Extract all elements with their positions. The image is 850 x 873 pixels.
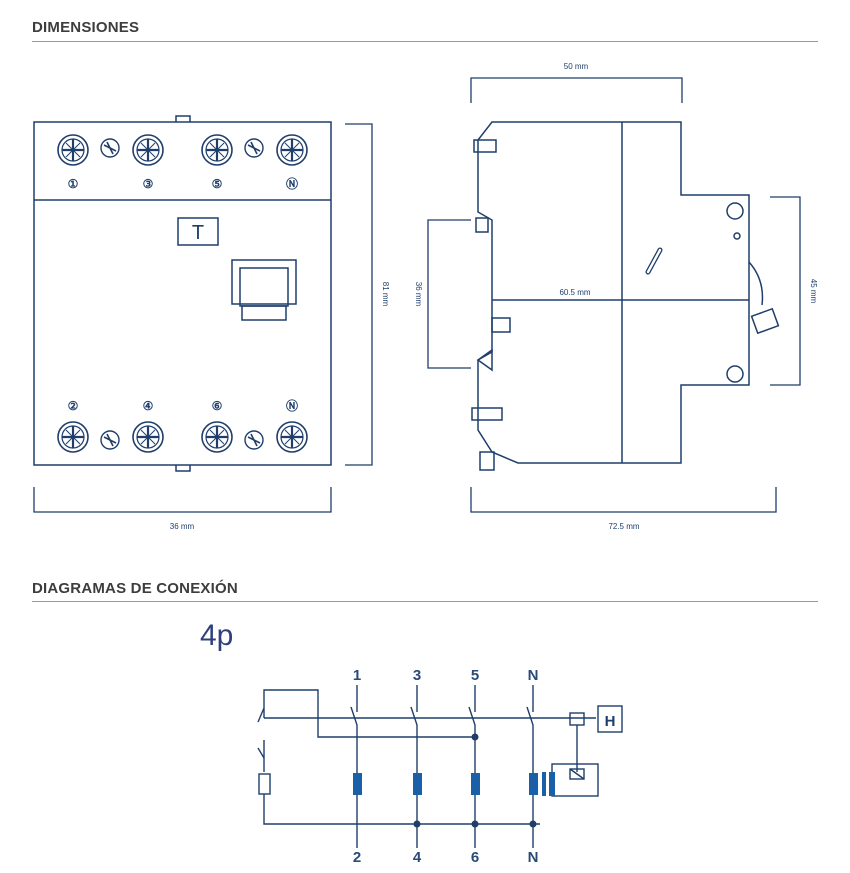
test-resistor <box>258 773 271 795</box>
test-button-frame <box>177 217 219 246</box>
top-width-label: 50 mm <box>564 62 589 71</box>
connection-divider <box>32 601 818 602</box>
top-screws <box>56 133 309 167</box>
height-dimension-label: 81 mm <box>381 282 390 307</box>
height-dimension-line <box>345 123 373 466</box>
bottom-clip <box>175 465 191 472</box>
mount-hole-bottom <box>726 365 744 383</box>
dimensions-divider <box>32 41 818 42</box>
pole-bottom-label-n: N <box>528 849 539 866</box>
din-clip-bottom <box>479 451 495 471</box>
screw-icon <box>200 420 234 454</box>
front-view <box>33 115 332 472</box>
mount-hole-top <box>726 202 744 220</box>
lever-handle <box>239 267 289 307</box>
connection-title: DIAGRAMAS DE CONEXIÓN <box>32 580 238 597</box>
pole-top-label-n: N <box>528 667 539 684</box>
coil-5 <box>471 773 480 795</box>
coil-n <box>529 773 538 795</box>
width-dimension-line <box>33 487 332 513</box>
left-height-label: 36 mm <box>414 282 423 307</box>
lever-base <box>241 305 287 321</box>
right-height-dimension-line <box>770 196 801 386</box>
coil-3 <box>413 773 422 795</box>
front-dimension-lines <box>33 123 373 513</box>
top-terminal-5: ⑤ <box>212 177 223 191</box>
dimensions-title: DIMENSIONES <box>32 19 140 36</box>
screw-icon <box>131 133 165 167</box>
pole-1-line <box>350 685 358 848</box>
lever-arc <box>748 261 764 306</box>
bottom-screws <box>56 420 309 454</box>
screw-icon <box>56 420 90 454</box>
screw-icon <box>275 420 309 454</box>
test-junction-box <box>569 712 585 726</box>
pole-top-label-3: 3 <box>413 667 421 684</box>
test-contact <box>257 747 265 759</box>
top-clip <box>175 115 191 122</box>
side-body-outline <box>477 121 750 464</box>
screw-icon <box>244 430 264 450</box>
bottom-latch <box>471 407 503 421</box>
mount-pin <box>733 232 741 240</box>
coil-markers <box>353 772 555 796</box>
top-width-dimension-line <box>470 77 683 103</box>
pole-top-label-5: 5 <box>471 667 479 684</box>
test-device-box <box>597 705 623 733</box>
core-bar <box>542 772 546 796</box>
side-lever <box>750 307 780 335</box>
core-bar <box>549 772 555 796</box>
side-view <box>471 121 780 471</box>
pole-5-line <box>468 685 476 848</box>
bottom-terminal-n: Ⓝ <box>286 398 298 413</box>
mid-width-label: 60.5 mm <box>559 288 590 297</box>
junction-dots <box>413 733 537 828</box>
bottom-terminal-6: ⑥ <box>212 399 223 413</box>
top-latch <box>473 139 497 153</box>
test-loop <box>263 689 475 738</box>
lever-housing <box>231 259 297 305</box>
screw-icon <box>244 138 264 158</box>
trip-relay <box>569 768 585 780</box>
total-width-dimension-line <box>470 487 777 513</box>
width-dimension-label: 36 mm <box>170 522 195 531</box>
coil-1 <box>353 773 362 795</box>
screw-icon <box>131 420 165 454</box>
top-terminal-3: ③ <box>143 177 154 191</box>
pole-bottom-label-4: 4 <box>413 849 422 866</box>
pole-bottom-label-6: 6 <box>471 849 479 866</box>
total-width-label: 72.5 mm <box>608 522 639 531</box>
din-clip-top <box>475 217 489 233</box>
top-terminal-1: ① <box>68 177 79 191</box>
pole-count-label: 4p <box>200 619 234 652</box>
bottom-terminal-4: ④ <box>143 399 154 413</box>
screw-icon <box>100 430 120 450</box>
pole-n-line <box>526 685 534 848</box>
test-button-label: T <box>192 222 204 244</box>
screw-icon <box>200 133 234 167</box>
din-clip-middle <box>491 317 511 333</box>
top-terminal-n: Ⓝ <box>286 176 298 191</box>
pole-top-label-1: 1 <box>353 667 361 684</box>
left-height-dimension-line <box>427 219 471 369</box>
screw-icon <box>100 138 120 158</box>
test-symbol-label: H <box>605 713 616 730</box>
bottom-terminal-2: ② <box>68 399 79 413</box>
pole-bottom-label-2: 2 <box>353 849 361 866</box>
bottom-bus-line <box>263 794 540 825</box>
front-body-outline <box>33 121 332 466</box>
screw-icon <box>275 133 309 167</box>
connection-diagram <box>257 685 623 848</box>
side-notch <box>476 348 493 372</box>
side-dimension-lines <box>427 77 801 513</box>
screw-icon <box>56 133 90 167</box>
test-switch <box>257 707 265 723</box>
pole-3-line <box>410 685 418 848</box>
right-height-label: 45 mm <box>809 279 818 304</box>
